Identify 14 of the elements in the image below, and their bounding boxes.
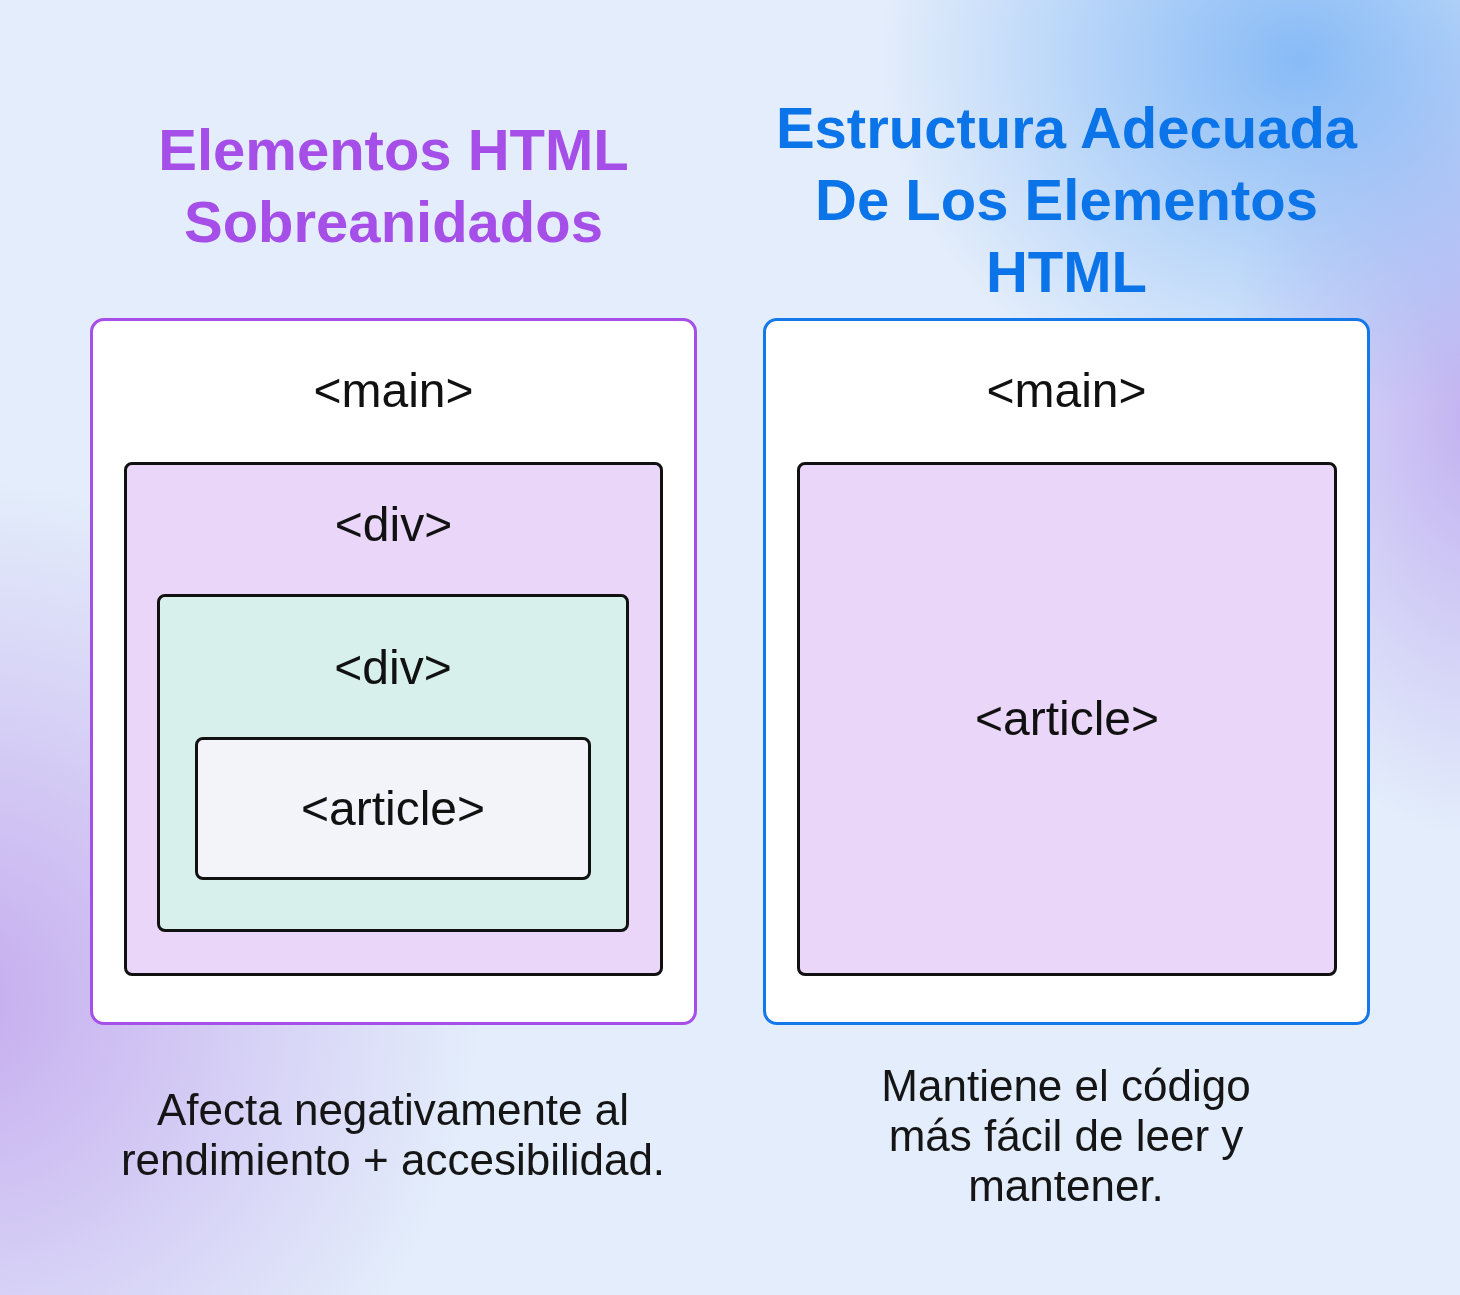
container-box	[797, 462, 1337, 976]
container-box	[157, 594, 629, 932]
caption: Mantiene el código más fácil de leer y mantener.	[881, 1061, 1251, 1210]
tag-label: <article>	[974, 691, 1160, 747]
heading: Elementos HTML Sobreanidados	[158, 117, 629, 254]
container-box	[195, 737, 591, 880]
tag-label: <div>	[334, 640, 452, 696]
tag-label: <article>	[300, 780, 486, 837]
heading: Estructura Adecuada De Los Elementos HTML	[775, 95, 1358, 304]
tag-label: <main>	[986, 363, 1147, 419]
tag-label: <div>	[334, 497, 453, 553]
container-box	[124, 462, 663, 976]
tag-label: <main>	[313, 363, 474, 419]
caption: Afecta negativamente al rendimiento + accesibilidad.	[120, 1085, 666, 1184]
